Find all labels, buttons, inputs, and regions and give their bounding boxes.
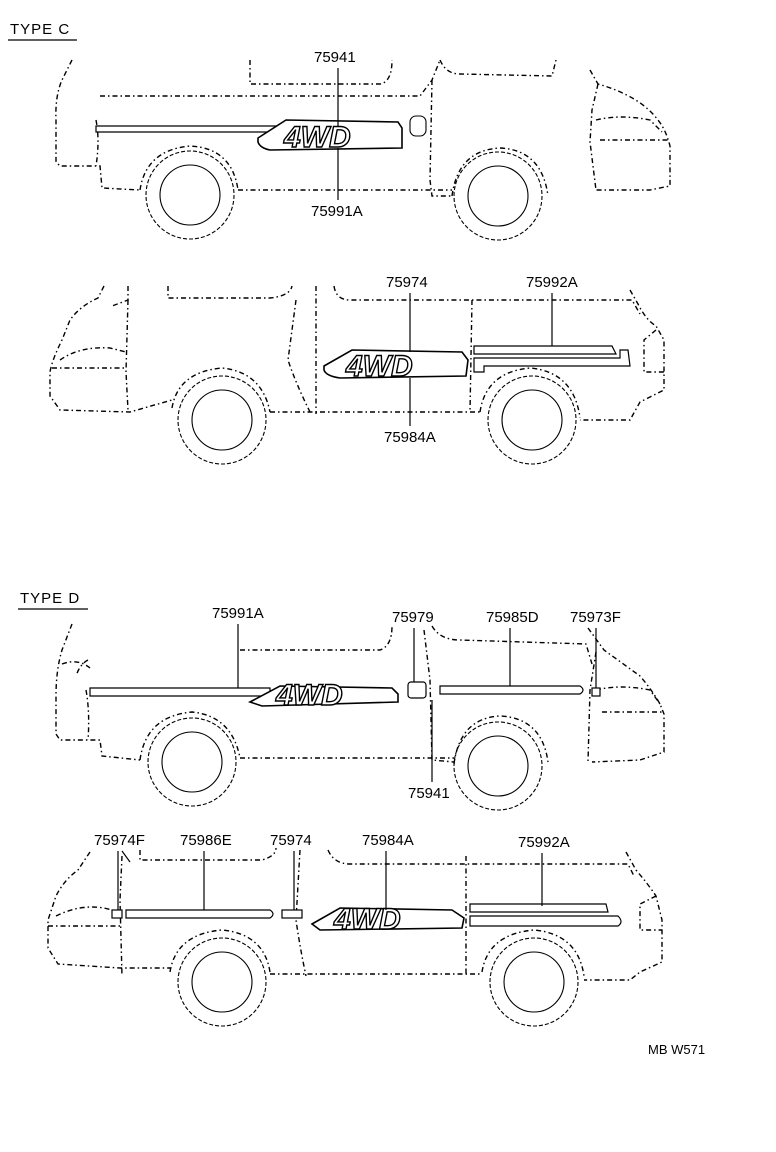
van-type-c-right-side: 4WD bbox=[55, 59, 671, 241]
4wd-logo-text: 4WD bbox=[283, 121, 351, 154]
callout-75974-c: 75974 bbox=[386, 274, 428, 352]
type-d-heading-text: TYPE D bbox=[20, 590, 80, 607]
drawing-code: MB W571 bbox=[648, 1042, 705, 1057]
callout-75991a-d: 75991A bbox=[212, 605, 264, 688]
part-label-75991a-d: 75991A bbox=[212, 605, 264, 622]
callout-75974f-d: 75974F bbox=[94, 832, 145, 910]
type-d-heading: TYPE D bbox=[18, 590, 88, 610]
part-label-75974: 75974 bbox=[386, 274, 428, 291]
callout-75984a-c: 75984A bbox=[384, 378, 436, 446]
part-label-75973f: 75973F bbox=[570, 609, 621, 626]
callout-75941-d: 75941 bbox=[408, 700, 450, 802]
type-c-heading-text: TYPE C bbox=[10, 21, 70, 38]
part-label-75974f: 75974F bbox=[94, 832, 145, 849]
callout-75973f-d: 75973F bbox=[570, 609, 621, 688]
part-label-75984a-d: 75984A bbox=[362, 832, 414, 849]
callout-75992a-c: 75992A bbox=[526, 274, 578, 346]
4wd-logo-decal-left: 4WD bbox=[323, 349, 469, 384]
4wd-logo-decal-d-left: 4WD bbox=[310, 902, 465, 937]
part-label-75991a: 75991A bbox=[311, 203, 363, 220]
callout-75986e-d: 75986E bbox=[180, 832, 232, 910]
part-label-75992a-d: 75992A bbox=[518, 834, 570, 851]
part-label-75979: 75979 bbox=[392, 609, 434, 626]
part-label-75986e: 75986E bbox=[180, 832, 232, 849]
callout-75941-c: 75941 bbox=[314, 49, 356, 126]
callout-75985d-d: 75985D bbox=[486, 609, 539, 686]
4wd-logo-text-left: 4WD bbox=[345, 350, 413, 383]
callout-75992a-d: 75992A bbox=[518, 834, 570, 906]
part-label-75941: 75941 bbox=[314, 49, 356, 66]
4wd-logo-decal: 4WD bbox=[257, 119, 403, 155]
part-label-75992a: 75992A bbox=[526, 274, 578, 291]
callout-75984a-d: 75984A bbox=[362, 832, 414, 910]
4wd-logo-text-d: 4WD bbox=[275, 679, 343, 712]
part-label-75974-d: 75974 bbox=[270, 832, 312, 849]
part-label-75984a: 75984A bbox=[384, 429, 436, 446]
van-type-c-left-side: 4WD bbox=[49, 285, 665, 465]
van-type-d-left-side: 4WD bbox=[47, 847, 663, 1027]
4wd-logo-decal-d: 4WD bbox=[247, 678, 399, 713]
part-label-75941-d: 75941 bbox=[408, 785, 450, 802]
callout-75979-d: 75979 bbox=[392, 609, 434, 682]
van-type-d-right-side: 4WD bbox=[55, 623, 665, 811]
4wd-logo-text-d-left: 4WD bbox=[333, 903, 401, 936]
callout-75991a-c: 75991A bbox=[311, 148, 363, 220]
callout-75974-d: 75974 bbox=[270, 832, 312, 910]
type-c-heading: TYPE C bbox=[8, 21, 77, 41]
part-label-75985d: 75985D bbox=[486, 609, 539, 626]
